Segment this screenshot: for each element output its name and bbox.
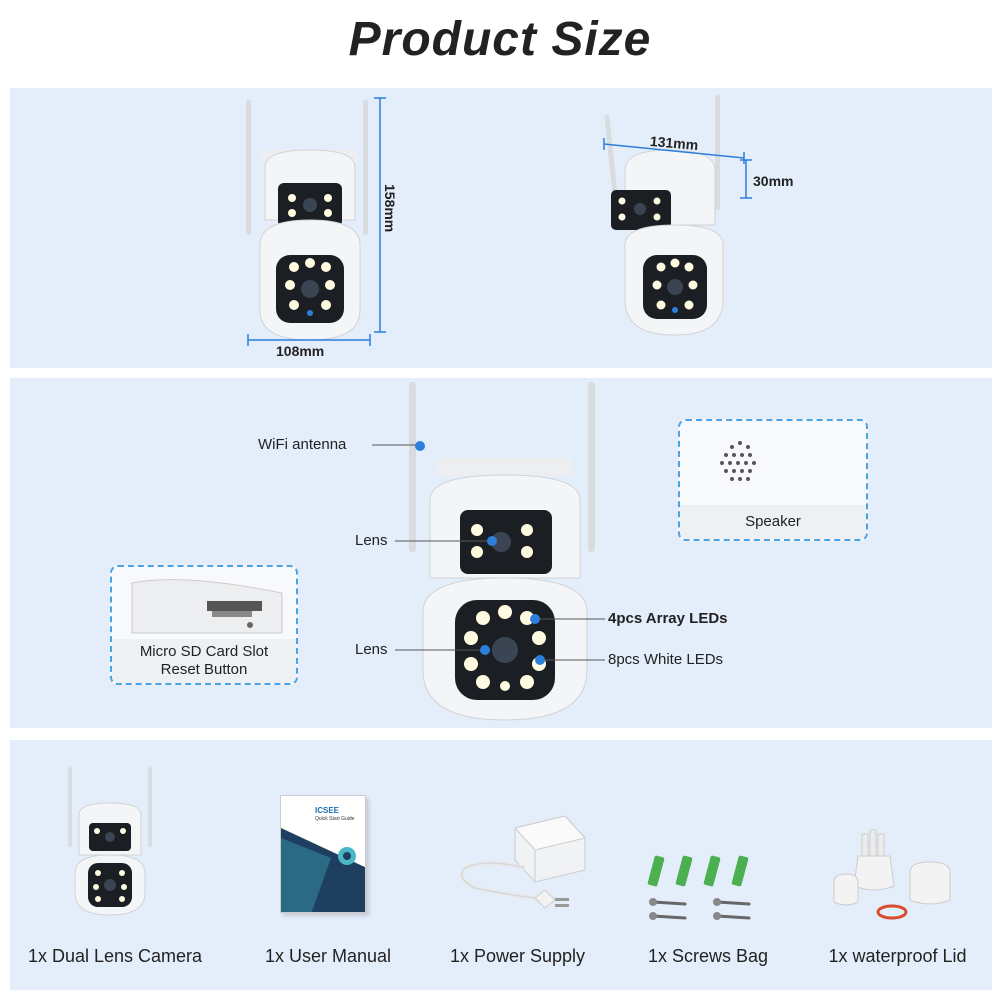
reset-button-label: Reset Button bbox=[160, 661, 248, 678]
depth-dimension-line bbox=[603, 138, 745, 164]
width-dimension-line bbox=[247, 334, 371, 346]
package-item-camera: 1x Dual Lens Camera bbox=[27, 946, 203, 966]
speaker-grille-icon bbox=[720, 441, 756, 481]
manual-subtitle: Quick Start Guide bbox=[315, 816, 355, 822]
sd-slot-caption: Micro SD Card Slot Reset Button bbox=[112, 639, 296, 683]
camera-front-image bbox=[246, 100, 368, 341]
package-waterproof-lid-image bbox=[833, 829, 951, 920]
lens-depth-dimension-line bbox=[740, 159, 752, 199]
label-lens-bottom: Lens bbox=[355, 641, 388, 658]
speaker-caption: Speaker bbox=[680, 505, 866, 539]
sd-slot-label: Micro SD Card Slot bbox=[139, 643, 269, 660]
manual-brand: ICSEE bbox=[315, 806, 340, 815]
camera-side-image bbox=[604, 95, 724, 336]
label-wifi-antenna: WiFi antenna bbox=[258, 436, 347, 453]
camera-main-image bbox=[409, 382, 595, 721]
package-power-supply-image bbox=[459, 815, 586, 909]
page-title: Product Size bbox=[348, 13, 652, 66]
lens-depth-label: 30mm bbox=[753, 173, 794, 189]
label-lens-top: Lens bbox=[355, 532, 388, 549]
sd-slot-inset: Micro SD Card Slot Reset Button bbox=[110, 565, 298, 685]
package-screws-image bbox=[647, 855, 751, 920]
height-dimension-line bbox=[374, 97, 386, 333]
package-manual-image: ICSEE Quick Start Guide bbox=[280, 795, 366, 913]
package-item-waterproof-lid: 1x waterproof Lid bbox=[828, 946, 967, 966]
manual-cover-graphic bbox=[281, 828, 365, 912]
package-item-power-supply: 1x Power Supply bbox=[449, 946, 586, 966]
label-array-leds: 4pcs Array LEDs bbox=[608, 610, 728, 627]
package-camera-image bbox=[68, 767, 152, 916]
sd-slot-image bbox=[131, 579, 283, 634]
dimensions-panel bbox=[10, 88, 992, 368]
speaker-inset: Speaker bbox=[678, 419, 868, 541]
width-label: 108mm bbox=[276, 343, 325, 359]
package-item-manual: 1x User Manual bbox=[264, 946, 392, 966]
package-item-screws: 1x Screws Bag bbox=[647, 946, 769, 966]
label-white-leds: 8pcs White LEDs bbox=[608, 651, 724, 668]
